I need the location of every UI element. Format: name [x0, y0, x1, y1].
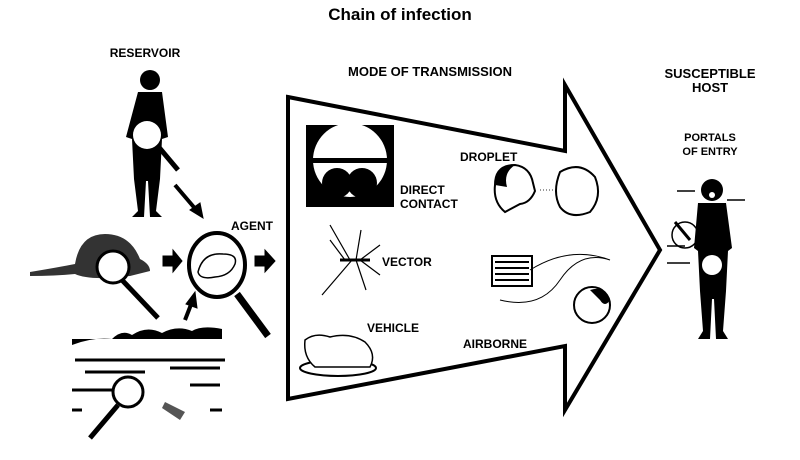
mode-of-transmission-label: MODE OF TRANSMISSION: [348, 64, 512, 79]
diagram-title: Chain of infection: [328, 5, 472, 24]
portals-of-entry-label: PORTALS OF ENTRY: [665, 131, 755, 159]
host-label-line2: HOST: [691, 80, 729, 95]
airborne-label: AIRBORNE: [463, 337, 528, 351]
vehicle-label: VEHICLE: [367, 321, 420, 335]
susceptible-host-label: SUSCEPTIBLE HOST: [655, 67, 765, 95]
susceptible-host-figure: [667, 179, 745, 339]
reservoir-environment-illustration: [72, 327, 225, 440]
direct-contact-label: DIRECT CONTACT: [400, 183, 458, 211]
portals-line2: OF ENTRY: [682, 146, 738, 158]
reservoir-rat-illustration: [30, 234, 160, 320]
host-label-line1: SUSCEPTIBLE: [664, 66, 756, 81]
vector-mosquito-illustration: [321, 224, 381, 296]
agent-magnifier-illustration: [187, 231, 271, 339]
airborne-illustration: [491, 253, 611, 324]
direct-contact-illustration: [306, 123, 394, 207]
reservoir-human-figure: [126, 70, 180, 217]
reservoir-label: RESERVOIR: [109, 46, 181, 60]
portals-line1: PORTALS: [684, 132, 736, 144]
agent-label: AGENT: [231, 219, 273, 233]
droplet-faces-illustration: [493, 163, 600, 217]
vehicle-chicken-illustration: [299, 334, 377, 377]
chain-arrows: [162, 183, 276, 321]
vector-label: VECTOR: [382, 255, 432, 269]
droplet-label: DROPLET: [460, 150, 518, 164]
